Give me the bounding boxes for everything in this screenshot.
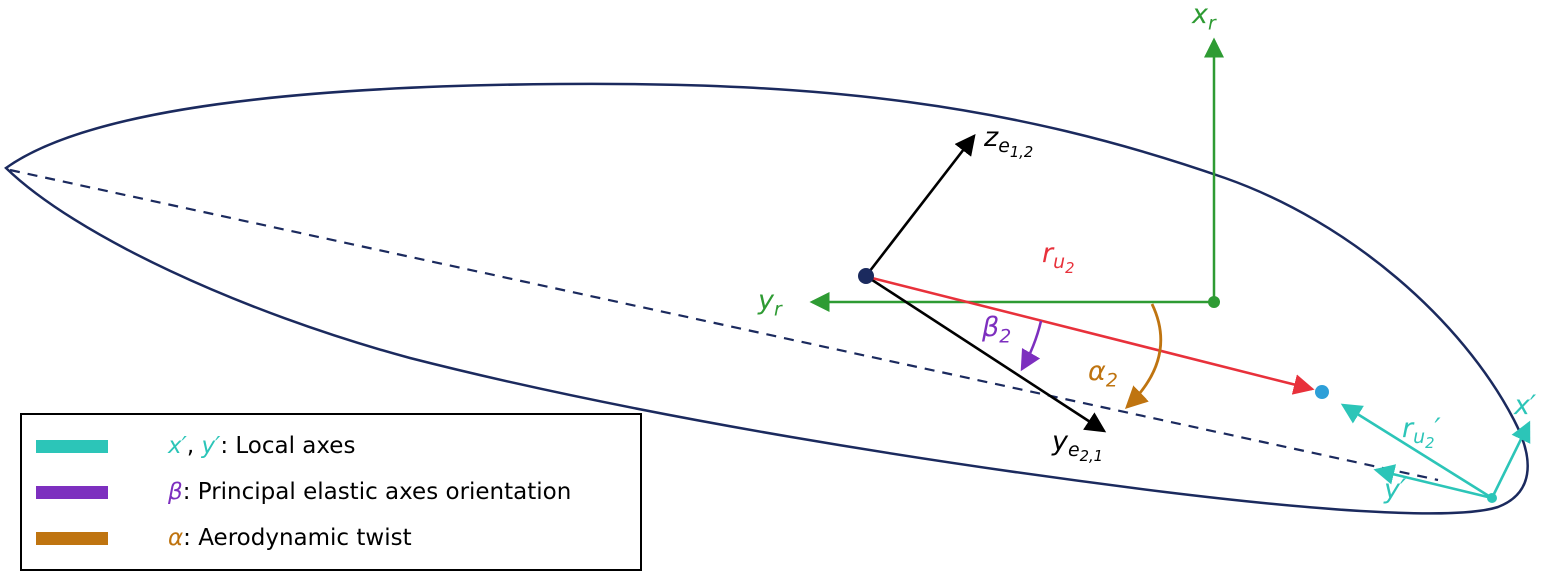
- label-r-u2-sub-letter: u: [1053, 251, 1066, 274]
- label-x-r-base: x: [1192, 0, 1208, 30]
- label-x-prime-base: x: [1514, 390, 1530, 421]
- label-z-e12: ze1,2: [984, 124, 1033, 161]
- label-r-u2-subsub: 2: [1065, 260, 1075, 278]
- legend-box: x′, y′: Local axes β: Principal elastic …: [20, 413, 642, 571]
- elastic-center-point: [858, 268, 874, 284]
- label-y-e21: ye2,1: [1052, 428, 1103, 465]
- label-x-r-sub: r: [1207, 12, 1216, 35]
- label-alpha-2-base: α: [1088, 356, 1106, 387]
- local-axis-y: [1373, 464, 1493, 500]
- offset-vector-ru2: [867, 275, 1315, 395]
- legend-text-local-axes: x′, y′: Local axes: [168, 433, 355, 459]
- legend-separator: ,: [186, 433, 202, 459]
- local-axis-x: [1490, 420, 1531, 499]
- legend-item-alpha: α: Aerodynamic twist: [22, 515, 640, 561]
- label-r-u2-prime-tick: ′: [1434, 413, 1441, 444]
- label-alpha-2-sub: 2: [1105, 369, 1118, 392]
- legend-desc-beta: : Principal elastic axes orientation: [182, 479, 572, 505]
- legend-swatch-alpha: [36, 531, 108, 545]
- label-y-e21-subsub: 2,1: [1079, 448, 1104, 466]
- label-r-u2-sub: u2: [1053, 251, 1074, 276]
- legend-swatch-local-axes: [36, 439, 108, 453]
- label-r-u2-prime-sub: u2: [1413, 426, 1434, 451]
- chord-dashed-line: [9, 168, 1439, 482]
- label-beta-2-sub: 2: [999, 325, 1012, 348]
- local-origin-point: [1487, 493, 1497, 503]
- label-x-r: xr: [1192, 1, 1216, 33]
- offset-point: [1315, 385, 1329, 399]
- label-r-u2-prime: ru2′: [1402, 415, 1441, 452]
- label-x-prime: x′: [1514, 392, 1536, 419]
- label-y-prime-base: y: [1384, 474, 1400, 505]
- legend-desc-local-axes: : Local axes: [220, 433, 356, 459]
- legend-symbol-y-prime: y′: [201, 433, 221, 459]
- alpha-angle-arc: [1124, 303, 1163, 409]
- label-y-r: yr: [758, 287, 782, 319]
- reference-origin-point: [1208, 296, 1220, 308]
- label-beta-2: β2: [982, 314, 1011, 346]
- label-z-e12-sub-letter: e: [998, 135, 1010, 158]
- label-y-prime: y′: [1384, 476, 1406, 503]
- label-z-e12-sub: e1,2: [998, 135, 1033, 160]
- legend-text-alpha: α: Aerodynamic twist: [168, 525, 412, 551]
- legend-symbol-x-prime: x′: [168, 433, 187, 459]
- label-alpha-2: α2: [1088, 358, 1118, 390]
- label-beta-2-base: β: [982, 312, 1000, 343]
- label-y-e21-sub-letter: e: [1067, 439, 1080, 462]
- label-y-e21-sub: e2,1: [1067, 439, 1103, 464]
- label-y-e21-base: y: [1052, 426, 1068, 457]
- label-r-u2: ru2: [1042, 240, 1074, 277]
- label-y-r-sub: r: [773, 298, 782, 321]
- elastic-axis-y: [865, 274, 1107, 433]
- legend-swatch-beta: [36, 485, 108, 499]
- elastic-axis-z: [864, 133, 976, 277]
- label-x-prime-tick: ′: [1529, 390, 1537, 421]
- label-y-r-base: y: [758, 285, 774, 316]
- airfoil-outline: [4, 82, 1529, 515]
- beta-angle-arc: [1020, 320, 1043, 372]
- label-r-u2-prime-subsub: 2: [1425, 435, 1435, 453]
- label-y-prime-tick: ′: [1399, 474, 1407, 505]
- label-r-u2-prime-base: r: [1402, 413, 1414, 444]
- label-z-e12-base: z: [984, 122, 999, 153]
- legend-symbol-alpha: α: [168, 525, 184, 551]
- label-r-u2-prime-sub-letter: u: [1413, 426, 1426, 449]
- legend-item-local-axes: x′, y′: Local axes: [22, 423, 640, 469]
- label-r-u2-base: r: [1042, 238, 1054, 269]
- legend-desc-alpha: : Aerodynamic twist: [183, 525, 412, 551]
- label-z-e12-subsub: 1,2: [1009, 144, 1034, 162]
- local-offset-vector-ru2-prime: [1340, 403, 1493, 500]
- legend-text-beta: β: Principal elastic axes orientation: [168, 479, 571, 505]
- legend-item-beta: β: Principal elastic axes orientation: [22, 469, 640, 515]
- legend-symbol-beta: β: [168, 479, 183, 505]
